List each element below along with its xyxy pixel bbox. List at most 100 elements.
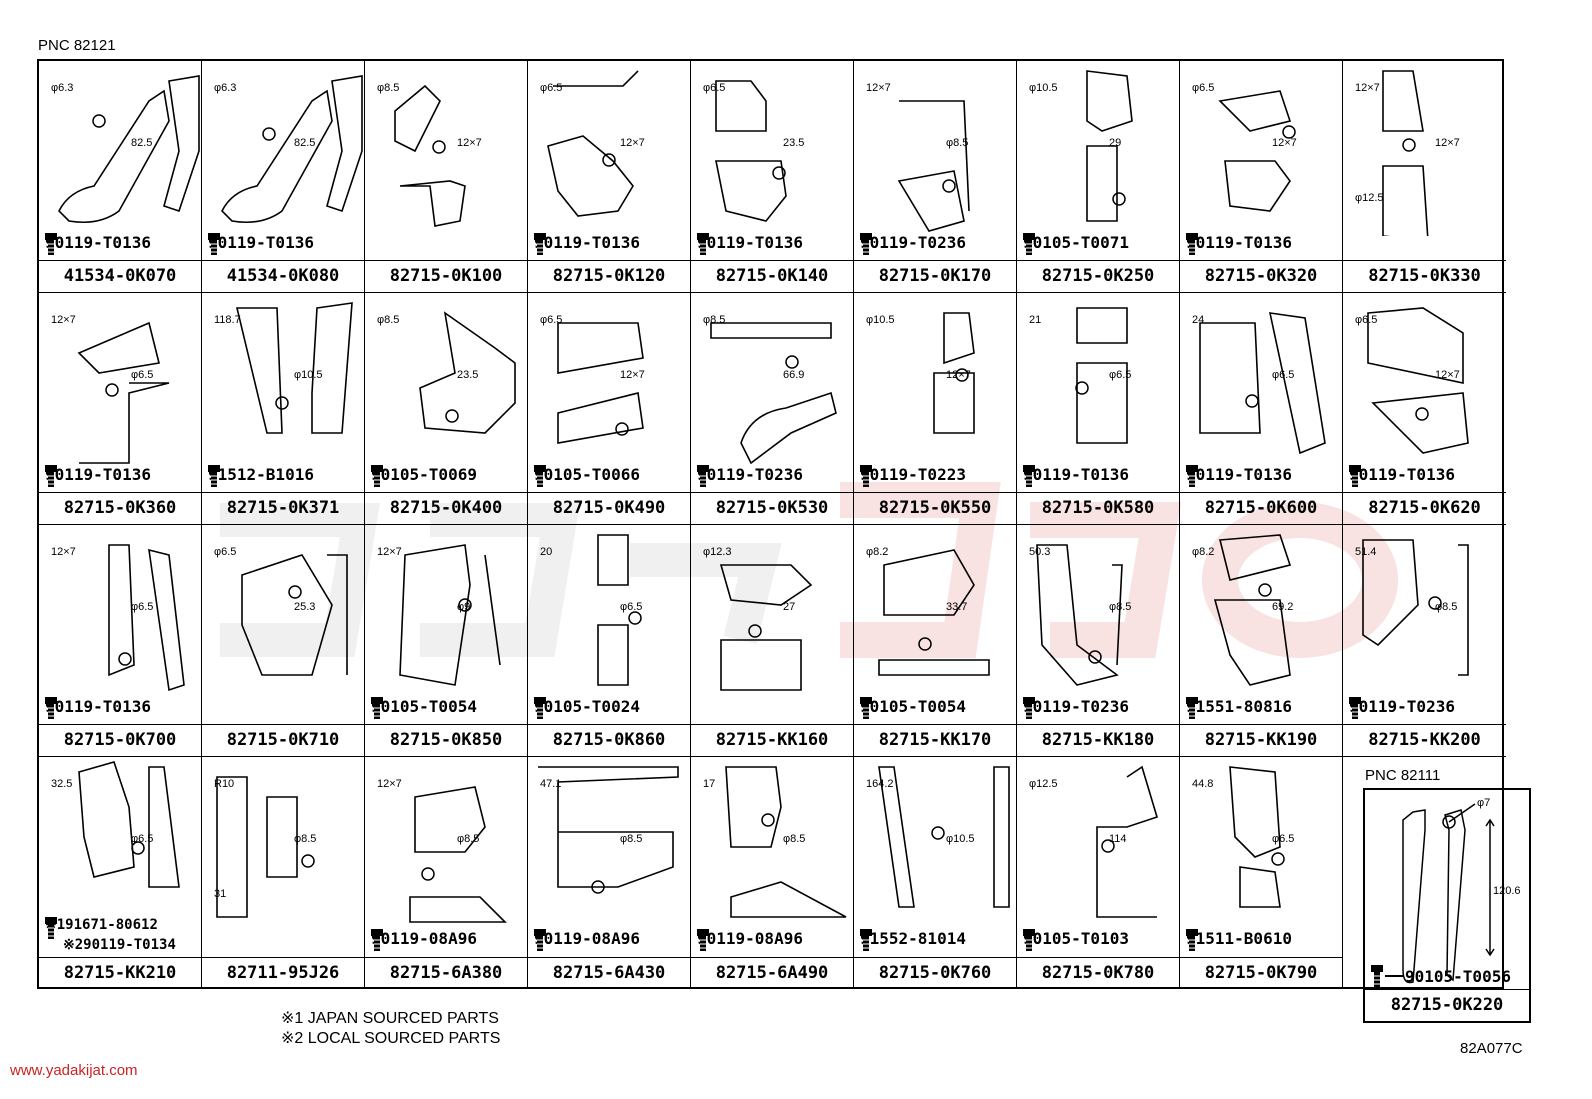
part-drawing: φ6.382.5 bbox=[51, 75, 200, 224]
bolt-icon bbox=[697, 233, 709, 255]
dim-label: φ10.5 bbox=[946, 833, 975, 845]
dim-label: 118.7 bbox=[214, 314, 241, 326]
part-drawing: 47.1φ8.5 bbox=[538, 766, 679, 894]
dim-label: 25.3 bbox=[294, 601, 315, 613]
bolt-icon bbox=[1349, 697, 1361, 719]
bolt-callout: 90119-T0136 bbox=[208, 233, 314, 255]
bolt-icon bbox=[1186, 929, 1198, 951]
bolt-callout: 90119-T0136 bbox=[1023, 465, 1129, 487]
dim-label: 21 bbox=[1029, 314, 1041, 326]
dim-label: 12×7 bbox=[457, 137, 482, 149]
part-drawing: φ6.382.5 bbox=[214, 75, 363, 224]
bolt-icon bbox=[697, 929, 709, 951]
part-number: 82715-0K371 bbox=[202, 492, 364, 524]
bolt-callout: 90119-T0136 bbox=[45, 233, 151, 255]
website-link[interactable]: www.yadakijat.com bbox=[10, 1062, 138, 1079]
part-number: 82715-0K780 bbox=[1017, 957, 1179, 989]
bolt-icon bbox=[1023, 697, 1035, 719]
bolt-icon bbox=[1023, 929, 1035, 951]
dim-label: 12×7 bbox=[51, 546, 76, 558]
part-number: 82715-0K600 bbox=[1180, 492, 1342, 524]
note-local: ※2 LOCAL SOURCED PARTS bbox=[281, 1030, 501, 1047]
dim-label: 27 bbox=[783, 601, 795, 613]
dim-label: φ6.5 bbox=[620, 601, 642, 613]
dim-label: 12×7 bbox=[377, 546, 402, 558]
bolt-icon bbox=[860, 465, 872, 487]
dim-label: 12×7 bbox=[620, 137, 645, 149]
bolt-icon bbox=[208, 465, 220, 487]
dim-label: φ10.5 bbox=[1029, 82, 1058, 94]
bolt-callout: 90119-T0236 bbox=[697, 465, 803, 487]
part-drawing: 20 φ6.5 bbox=[540, 534, 642, 686]
part-number: 82715-0K330 bbox=[1343, 260, 1506, 292]
dim-label: 82.5 bbox=[294, 137, 315, 149]
bolt-callout: ※191671-80612 bbox=[45, 917, 158, 939]
part-number: 82715-0K860 bbox=[528, 724, 690, 756]
dim-label: φ12.3 bbox=[703, 546, 732, 558]
bolt-icon bbox=[534, 929, 546, 951]
pnc-82111-box: φ7 120.6 90105-T0056 82715-0K220 bbox=[1363, 788, 1531, 1023]
part-number: 82715-0K140 bbox=[691, 260, 853, 292]
dim-label: 66.9 bbox=[783, 369, 804, 381]
dim-label: 12×7 bbox=[620, 369, 645, 381]
dim-label: 12×7 bbox=[51, 314, 76, 326]
part-number: 82711-95J26 bbox=[202, 957, 364, 989]
dim-label: φ8.5 bbox=[783, 833, 805, 845]
dim-label: 29 bbox=[1109, 137, 1121, 149]
part-drawing: φ6.512×7 bbox=[540, 314, 645, 444]
dim-label: 31 bbox=[214, 888, 226, 900]
bolt-callout: 90105-T0066 bbox=[534, 465, 640, 487]
part-drawing: 51.4φ8.5 bbox=[1355, 539, 1469, 676]
dim-label: φ6.5 bbox=[1272, 833, 1294, 845]
bolt-icon bbox=[1371, 965, 1383, 987]
dim-label: 20 bbox=[540, 546, 552, 558]
part-drawing: 44.8φ6.5 bbox=[1192, 766, 1294, 908]
bolt-callout: 90105-T0056 bbox=[1371, 965, 1511, 987]
part-drawing: φ8.233.7 bbox=[866, 546, 990, 676]
part-number: 82715-0K170 bbox=[854, 260, 1016, 292]
dim-label: 69.2 bbox=[1272, 601, 1293, 613]
bolt-callout: 90119-T0136 bbox=[45, 465, 151, 487]
bolt-callout: 90105-T0054 bbox=[371, 697, 477, 719]
dim-label: φ8.5 bbox=[703, 314, 725, 326]
part-number: 82715-KK210 bbox=[39, 957, 201, 989]
dim-label: 82.5 bbox=[131, 137, 152, 149]
part-number: 82715-0K100 bbox=[365, 260, 527, 292]
part-number: 82715-KK180 bbox=[1017, 724, 1179, 756]
part-number: 82715-0K550 bbox=[854, 492, 1016, 524]
pnc-label-secondary: PNC 82111 bbox=[1365, 767, 1441, 784]
part-drawing: φ6.525.3 bbox=[214, 546, 348, 676]
bolt-callout: 90119-T0236 bbox=[1349, 697, 1455, 719]
dim-label: 114 bbox=[1109, 833, 1127, 845]
bolt-callout: 90119-T0136 bbox=[697, 233, 803, 255]
part-drawing: φ8.512×7 bbox=[377, 82, 482, 227]
dim-label: φ6.5 bbox=[131, 369, 153, 381]
part-number: 82715-0K360 bbox=[39, 492, 201, 524]
dim-label: φ6.5 bbox=[131, 833, 153, 845]
dim-label: φ6.5 bbox=[540, 82, 562, 94]
part-drawing: φ8.5 66.9 bbox=[703, 314, 837, 465]
bolt-callout: 91551-80816 bbox=[1186, 697, 1292, 719]
dim-label: 51.4 bbox=[1355, 546, 1376, 558]
dim-label: 12×7 bbox=[1272, 137, 1297, 149]
